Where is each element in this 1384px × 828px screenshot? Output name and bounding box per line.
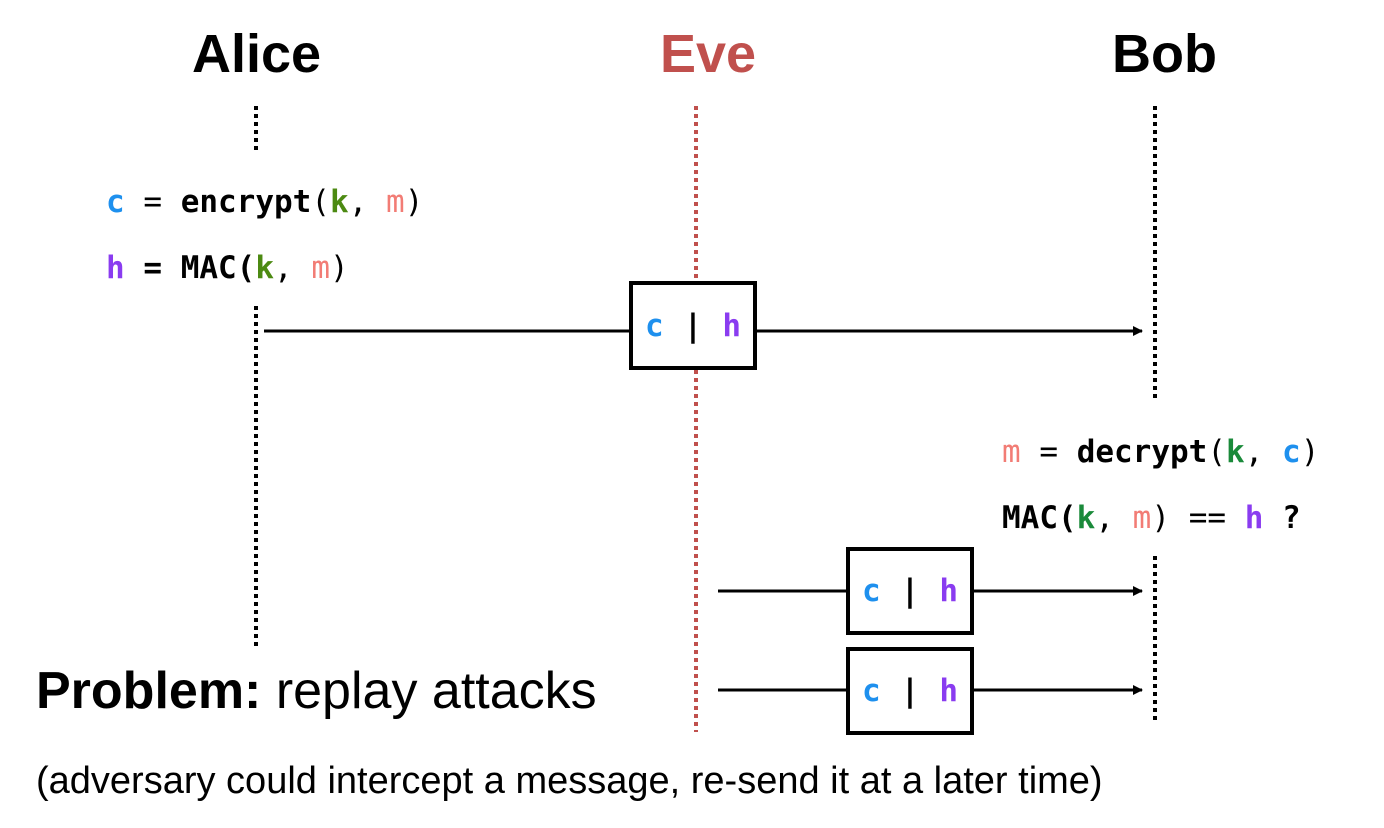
- actor-bob: Bob: [1112, 24, 1217, 84]
- alice-encrypt-equation: c = encrypt(k, m): [106, 182, 423, 222]
- problem-statement: Problem: replay attacks: [36, 660, 597, 722]
- message-symbol: m: [1002, 434, 1021, 470]
- equals-sign: =: [1039, 434, 1059, 470]
- packet-mac: h: [939, 673, 958, 709]
- problem-text: replay attacks: [261, 662, 597, 720]
- comparison-operator: ==: [1188, 500, 1227, 536]
- key-symbol: k: [255, 250, 275, 286]
- open-paren: (: [311, 184, 331, 220]
- mac-function: MAC(: [1002, 500, 1077, 536]
- packet-ciphertext: c: [644, 307, 664, 344]
- close-paren: ): [1300, 434, 1320, 470]
- message-symbol: m: [1132, 500, 1152, 536]
- actor-alice: Alice: [192, 24, 322, 84]
- open-paren: (: [1207, 434, 1227, 470]
- key-symbol: k: [1076, 500, 1096, 536]
- ciphertext-symbol: c: [106, 184, 125, 220]
- comma: ,: [1244, 434, 1264, 470]
- message-symbol: m: [311, 250, 331, 286]
- comma: ,: [348, 184, 368, 220]
- encrypt-function: encrypt: [180, 184, 312, 220]
- key-symbol: k: [330, 184, 349, 220]
- packet-ciphertext: c: [861, 673, 881, 709]
- close-paren: ): [330, 250, 349, 286]
- packet-ciphertext: c: [861, 573, 881, 609]
- mac-symbol: h: [1244, 500, 1264, 536]
- bob-mac-check-equation: MAC(k, m) == h ?: [1002, 498, 1301, 538]
- key-symbol: k: [1226, 434, 1245, 470]
- alice-mac-equation: h = MAC(k, m): [106, 248, 349, 288]
- actor-eve: Eve: [660, 24, 757, 84]
- packet-separator: |: [683, 307, 703, 344]
- message-packet-replay-1: c | h: [846, 547, 974, 635]
- packet-mac: h: [939, 573, 958, 609]
- packet-separator: |: [900, 573, 920, 609]
- message-symbol: m: [386, 184, 405, 220]
- close-paren: ): [1151, 500, 1171, 536]
- problem-explanation: (adversary could intercept a message, re…: [36, 760, 1103, 802]
- packet-separator: |: [900, 673, 920, 709]
- packet-mac: h: [722, 307, 741, 344]
- bob-decrypt-equation: m = decrypt(k, c): [1002, 432, 1319, 472]
- message-packet-replay-2: c | h: [846, 647, 974, 735]
- comma: ,: [274, 250, 293, 286]
- comma: ,: [1095, 500, 1114, 536]
- equals-sign: =: [143, 184, 163, 220]
- decrypt-function: decrypt: [1076, 434, 1208, 470]
- close-paren: ): [404, 184, 424, 220]
- mac-symbol: h: [106, 250, 125, 286]
- equals-sign: =: [143, 250, 163, 286]
- question-mark: ?: [1282, 500, 1301, 536]
- ciphertext-symbol: c: [1282, 434, 1301, 470]
- problem-label: Problem:: [36, 662, 262, 720]
- message-packet-original: c | h: [629, 281, 757, 370]
- mac-function: MAC(: [180, 250, 256, 286]
